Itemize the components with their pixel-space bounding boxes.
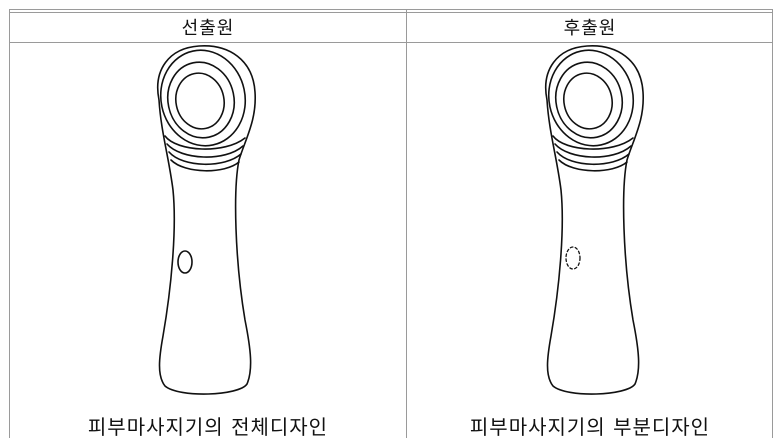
caption-full-design: 피부마사지기의 전체디자인: [87, 415, 329, 439]
skin-massager-full-design-drawing: [157, 45, 256, 395]
button-solid: [177, 250, 193, 274]
header-prior-application: 선출원: [181, 18, 235, 39]
caption-partial-design: 피부마사지기의 부분디자인: [469, 415, 711, 439]
button-dashed: [565, 246, 581, 270]
header-divider: [10, 42, 772, 43]
design-comparison-table: 선출원 후출원 피부마사지기의 전체디자인 피부마사지기의 부분디자인: [9, 9, 773, 439]
column-divider: [406, 10, 407, 438]
header-later-application: 후출원: [563, 18, 617, 39]
skin-massager-partial-design-drawing: [545, 45, 644, 395]
